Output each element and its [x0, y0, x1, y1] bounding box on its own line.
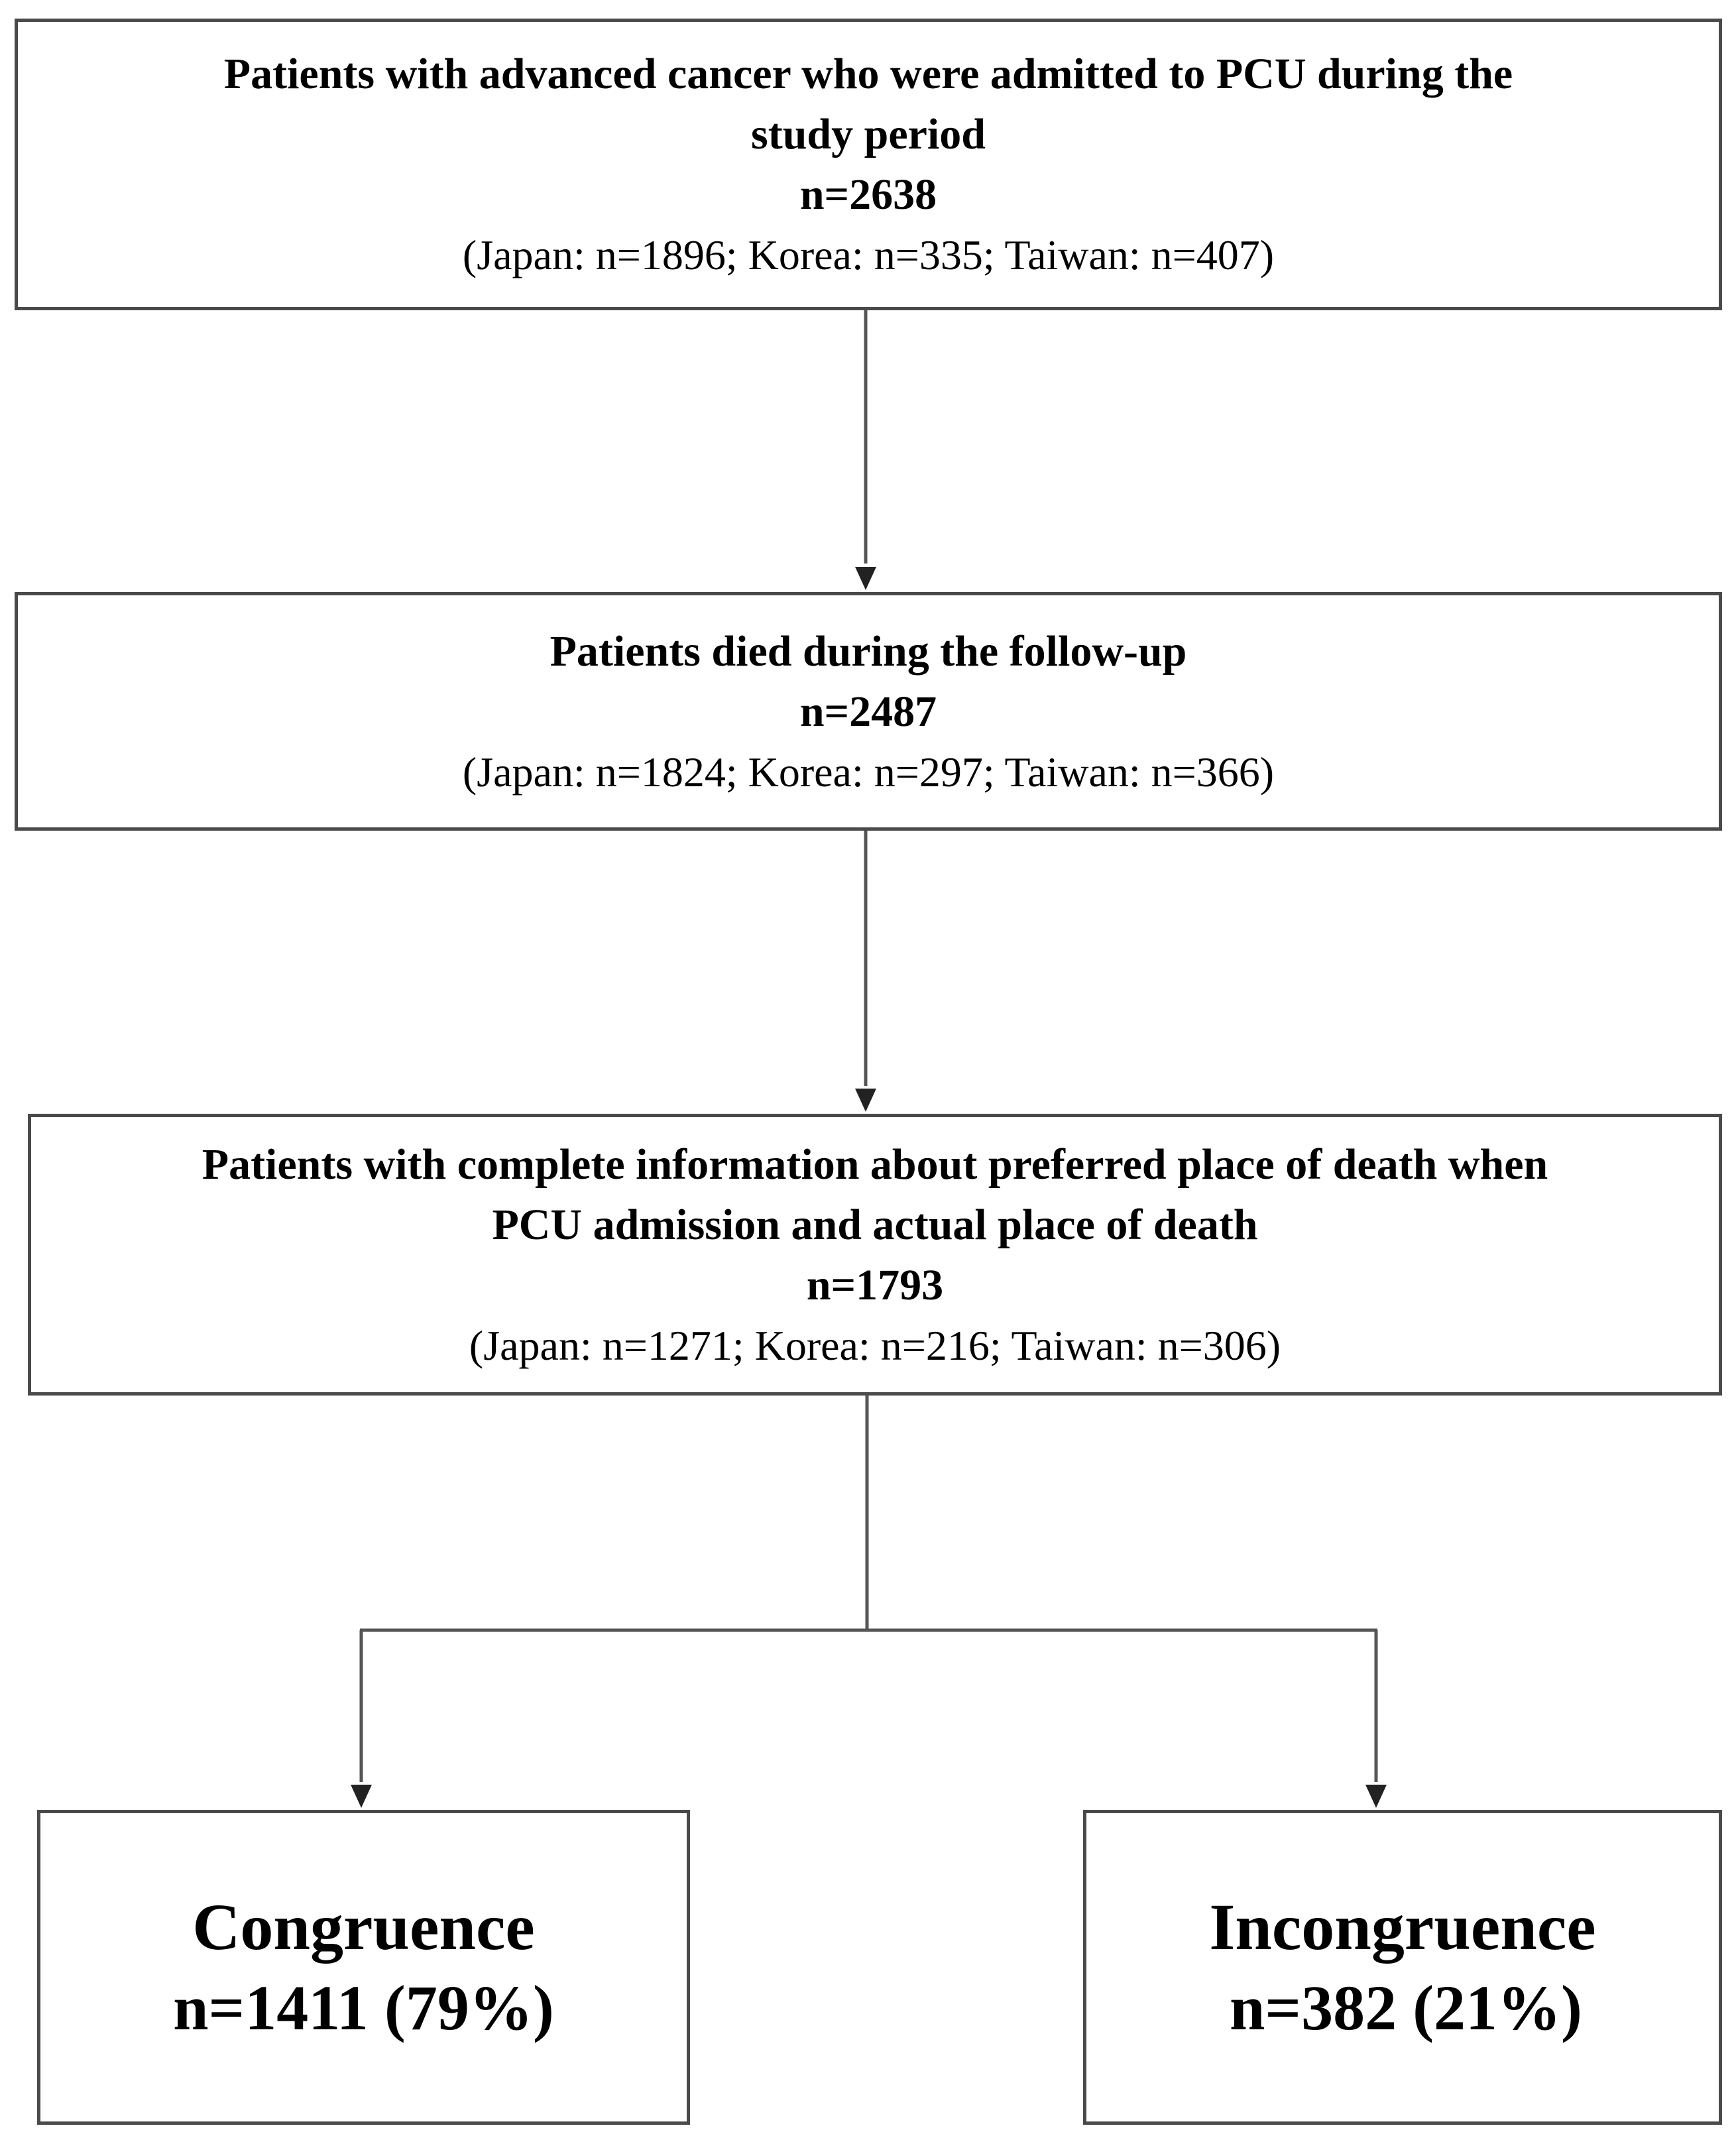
box3-breakdown: (Japan: n=1271; Korea: n=216; Taiwan: n=…	[469, 1321, 1281, 1369]
box-admitted-patients: Patients with advanced cancer who were a…	[15, 19, 1722, 310]
box-incongruence: Incongruence n=382 (21%)	[1083, 1810, 1722, 2125]
box2-count: n=2487	[799, 687, 937, 736]
box1-title-line2: study period	[751, 110, 986, 158]
box-complete-information: Patients with complete information about…	[28, 1114, 1722, 1396]
congruence-count: n=1411 (79%)	[173, 1972, 554, 2043]
arrowhead-box3	[855, 1089, 876, 1112]
arrowhead-congruence	[351, 1785, 372, 1808]
box-congruence: Congruence n=1411 (79%)	[37, 1810, 690, 2125]
congruence-title: Congruence	[192, 1889, 535, 1964]
box3-title-line1: Patients with complete information about…	[202, 1140, 1548, 1189]
incongruence-count: n=382 (21%)	[1229, 1972, 1583, 2043]
box2-title: Patients died during the follow-up	[550, 626, 1187, 676]
box2-breakdown: (Japan: n=1824; Korea: n=297; Taiwan: n=…	[462, 748, 1275, 796]
box-died-patients: Patients died during the follow-up n=248…	[15, 592, 1722, 831]
box3-count: n=1793	[806, 1260, 944, 1309]
box1-breakdown: (Japan: n=1896; Korea: n=335; Taiwan: n=…	[462, 231, 1275, 278]
arrowhead-box2	[855, 567, 876, 590]
box3-title-line2: PCU admission and actual place of death	[492, 1200, 1258, 1249]
box1-title-line1: Patients with advanced cancer who were a…	[223, 50, 1513, 98]
incongruence-title: Incongruence	[1209, 1889, 1596, 1964]
arrowhead-incongruence	[1365, 1785, 1387, 1808]
box1-count: n=2638	[799, 170, 937, 219]
